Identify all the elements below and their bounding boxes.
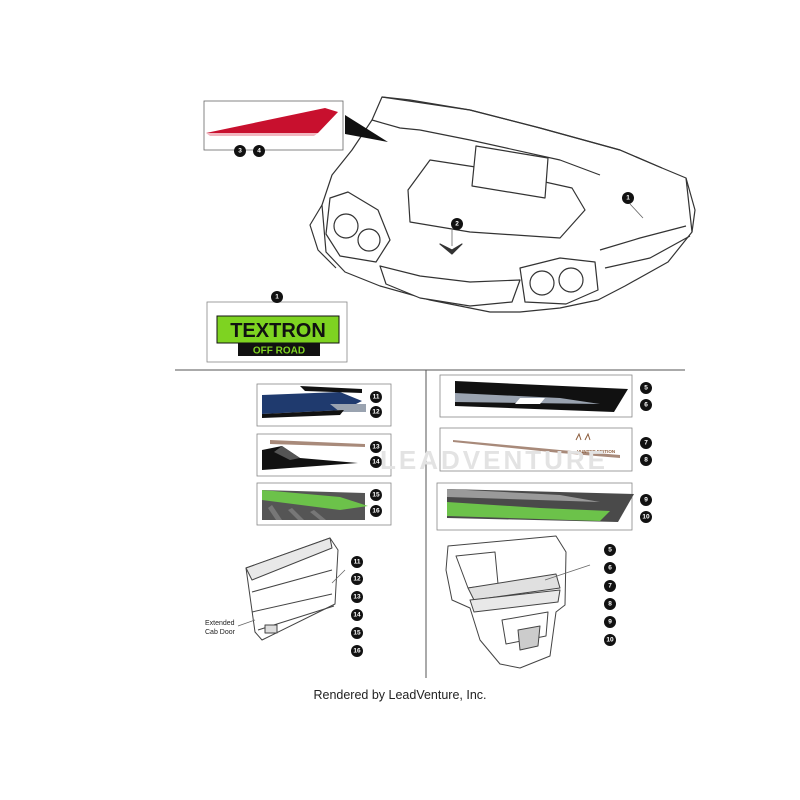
callout-number: 12 bbox=[353, 576, 361, 583]
right-tan-stripe-decal: HUNTER EDITION bbox=[439, 427, 633, 472]
callout-marker bbox=[640, 399, 652, 411]
callout-group-left-door: 11 12 13 14 15 16 bbox=[351, 556, 363, 657]
callout-marker bbox=[451, 218, 463, 230]
callout-marker bbox=[370, 456, 382, 468]
callout-marker bbox=[604, 544, 616, 556]
callout-number: 1 bbox=[626, 195, 630, 202]
callout-number: 5 bbox=[644, 385, 648, 392]
watermark: LEADVENTURE bbox=[380, 445, 609, 475]
callout-group-right-green: 9 10 bbox=[640, 494, 652, 523]
callout-number: 15 bbox=[353, 630, 361, 637]
callout-marker bbox=[351, 573, 363, 585]
hunter-edition-text: HUNTER EDITION bbox=[577, 449, 615, 454]
callout-marker bbox=[640, 494, 652, 506]
callout-group-left-tan: 13 14 bbox=[370, 441, 382, 468]
callout-marker bbox=[351, 627, 363, 639]
callout-number: 2 bbox=[455, 221, 459, 228]
callout-group-hood-red: 3 4 bbox=[234, 145, 265, 157]
hood-stripe-detail bbox=[203, 100, 344, 151]
callout-marker bbox=[351, 556, 363, 568]
textron-logo-decal: TEXTRON OFF ROAD bbox=[206, 301, 348, 363]
callout-marker bbox=[640, 437, 652, 449]
left-green-stripe-decal bbox=[256, 482, 392, 526]
callout-marker bbox=[370, 505, 382, 517]
callout-marker bbox=[351, 591, 363, 603]
callout-marker bbox=[622, 192, 634, 204]
door-label-line1: Extended bbox=[205, 620, 235, 627]
callout-number: 10 bbox=[606, 637, 614, 644]
callout-number: 13 bbox=[372, 444, 380, 451]
callout-number: 11 bbox=[354, 559, 361, 566]
callout-marker bbox=[271, 291, 283, 303]
callout-marker bbox=[351, 645, 363, 657]
callout-marker bbox=[604, 598, 616, 610]
callout-marker bbox=[640, 454, 652, 466]
hood-assembly bbox=[309, 96, 696, 313]
door-label-line2: Cab Door bbox=[205, 629, 236, 636]
callout-marker bbox=[370, 489, 382, 501]
callout-marker bbox=[370, 391, 382, 403]
right-grey-stripe-decal bbox=[439, 374, 633, 418]
callout-marker bbox=[604, 580, 616, 592]
callout-number: 12 bbox=[372, 409, 380, 416]
callout-number: 7 bbox=[644, 440, 648, 447]
callout-marker bbox=[640, 511, 652, 523]
logo-text-main: TEXTRON bbox=[230, 320, 326, 342]
callout-number: 4 bbox=[257, 148, 261, 155]
callout-marker bbox=[604, 562, 616, 574]
right-green-stripe-decal bbox=[436, 482, 634, 531]
callout-number: 16 bbox=[353, 648, 361, 655]
logo-text-sub: OFF ROAD bbox=[253, 346, 305, 357]
callout-number: 10 bbox=[642, 514, 650, 521]
callout-marker bbox=[370, 441, 382, 453]
callout-group-left-blue: 11 12 bbox=[370, 391, 382, 418]
left-tan-stripe-decal bbox=[256, 433, 392, 477]
callout-hood-side: 1 bbox=[622, 192, 634, 204]
footer-credit: Rendered by LeadVenture, Inc. bbox=[313, 688, 487, 702]
callout-number: 13 bbox=[353, 594, 361, 601]
callout-marker bbox=[234, 145, 246, 157]
callout-group-right-grey: 5 6 bbox=[640, 382, 652, 411]
left-blue-stripe-decal bbox=[256, 383, 392, 427]
callout-number: 6 bbox=[608, 565, 612, 572]
callout-number: 9 bbox=[644, 497, 648, 504]
callout-group-left-green: 15 16 bbox=[370, 489, 382, 517]
callout-number: 8 bbox=[644, 457, 648, 464]
callout-number: 8 bbox=[608, 601, 612, 608]
callout-number: 6 bbox=[644, 402, 648, 409]
callout-number: 11 bbox=[373, 394, 380, 401]
callout-hood-front: 2 bbox=[451, 218, 463, 230]
callout-logo: 1 bbox=[271, 291, 283, 303]
callout-number: 5 bbox=[608, 547, 612, 554]
callout-number: 14 bbox=[372, 459, 380, 466]
callout-group-right-tan: 7 8 bbox=[640, 437, 652, 466]
callout-number: 3 bbox=[238, 148, 242, 155]
callout-number: 9 bbox=[608, 619, 612, 626]
callout-number: 7 bbox=[608, 583, 612, 590]
callout-marker bbox=[253, 145, 265, 157]
detail-pointer bbox=[345, 115, 388, 142]
callout-number: 16 bbox=[372, 508, 380, 515]
callout-number: 1 bbox=[275, 294, 279, 301]
callout-marker bbox=[351, 609, 363, 621]
callout-group-right-door: 5 6 7 8 9 10 bbox=[604, 544, 616, 646]
callout-marker bbox=[604, 616, 616, 628]
right-door bbox=[445, 535, 591, 669]
callout-marker bbox=[604, 634, 616, 646]
callout-number: 15 bbox=[372, 492, 380, 499]
callout-marker bbox=[370, 406, 382, 418]
callout-marker bbox=[640, 382, 652, 394]
callout-number: 14 bbox=[353, 612, 361, 619]
extended-cab-door bbox=[245, 537, 346, 641]
